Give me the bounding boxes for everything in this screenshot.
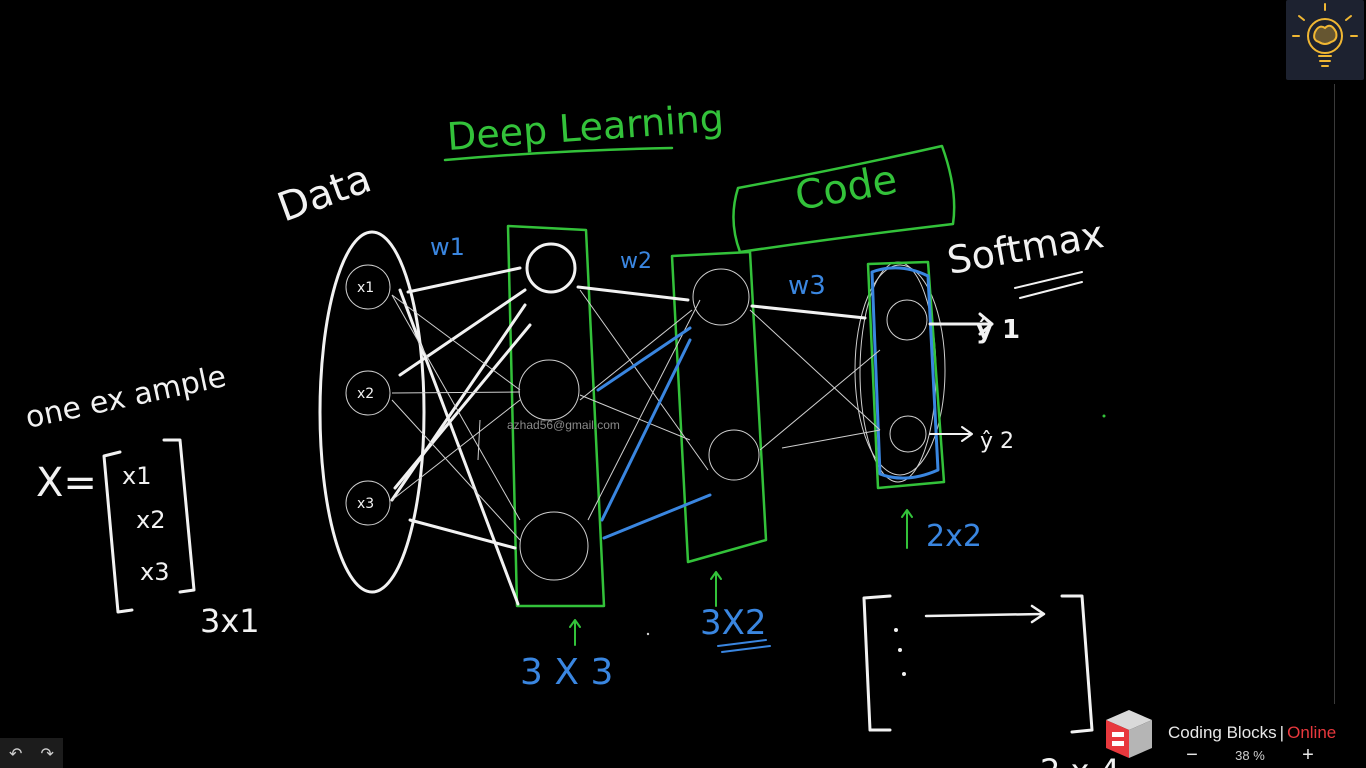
hidden-layer-2-box bbox=[670, 250, 768, 564]
vector-bracket-right bbox=[162, 438, 196, 594]
brand-watermark: Coding Blocks|Online bbox=[1102, 708, 1366, 768]
undo-button[interactable]: ↶ bbox=[9, 743, 23, 763]
one-example-label: one ex ample bbox=[22, 359, 229, 436]
dim-label-2: 3X2 bbox=[700, 603, 767, 643]
zoom-out-button[interactable]: − bbox=[1186, 743, 1198, 766]
vector-item: x2 bbox=[136, 506, 165, 534]
weight-label-w1: w1 bbox=[430, 233, 465, 261]
zoom-in-button[interactable]: + bbox=[1302, 743, 1314, 766]
zoom-level: 38 % bbox=[1235, 747, 1265, 763]
connections-w3 bbox=[749, 304, 881, 451]
hidden-layer-1 bbox=[518, 242, 589, 581]
input-node-label: x1 bbox=[357, 280, 374, 296]
vector-item: x1 bbox=[122, 462, 151, 490]
hidden-layer-2 bbox=[692, 268, 760, 481]
matrix-bracket-right bbox=[1060, 594, 1094, 734]
softmax-underline bbox=[1014, 271, 1083, 299]
vector-bracket-left bbox=[102, 450, 134, 614]
watermark: azhad56@gmail.com bbox=[507, 418, 620, 432]
output-layer bbox=[854, 260, 946, 490]
weight-label-w3: w3 bbox=[788, 271, 826, 301]
hidden-layer-1-box bbox=[506, 224, 606, 608]
brand-separator: | bbox=[1279, 723, 1285, 742]
dim-arrow-1 bbox=[569, 619, 581, 646]
matrix-dot bbox=[894, 628, 898, 632]
vertical-scrollbar[interactable] bbox=[1334, 84, 1335, 704]
input-node-label: x3 bbox=[357, 496, 374, 512]
dim-underline-2 bbox=[717, 639, 771, 653]
zoom-controls: − 38 % + bbox=[1180, 744, 1320, 766]
data-ellipse bbox=[318, 230, 426, 594]
input-layer: x1 x2 x3 bbox=[345, 264, 391, 526]
matrix-row-arrow bbox=[924, 604, 1046, 624]
matrix-dot bbox=[902, 672, 906, 676]
vector-label: X= bbox=[36, 460, 97, 506]
dim-label-3: 2x2 bbox=[926, 519, 982, 554]
dim-label-1: 3 X 3 bbox=[520, 652, 613, 693]
code-label: Code bbox=[792, 157, 901, 220]
output-arrow-2 bbox=[929, 426, 973, 442]
matrix-dot bbox=[898, 648, 902, 652]
output-label-1: ŷ 1 bbox=[976, 315, 1020, 345]
connections-w1 bbox=[390, 266, 532, 606]
weight-label-w2: w2 bbox=[620, 249, 652, 274]
connections-w2 bbox=[576, 285, 712, 540]
stray-dot bbox=[646, 632, 650, 636]
brain-bulb-icon bbox=[1292, 3, 1358, 67]
redo-button[interactable]: ↷ bbox=[40, 743, 54, 763]
output-label-2: ŷ 2 bbox=[980, 429, 1014, 454]
input-node-label: x2 bbox=[357, 386, 374, 402]
title-underline bbox=[443, 146, 674, 162]
brand-online: Online bbox=[1287, 723, 1337, 742]
brand-name: Coding Blocks|Online bbox=[1168, 723, 1336, 743]
stray-dot bbox=[1102, 414, 1106, 418]
brand-name-main: Coding Blocks bbox=[1168, 723, 1277, 742]
partial-dimension: 2 x 4 bbox=[1040, 752, 1120, 768]
output-arrow-1 bbox=[928, 312, 994, 336]
dim-arrow-2 bbox=[710, 571, 722, 607]
undo-redo-toolbar: ↶ ↷ bbox=[0, 738, 63, 768]
code-box bbox=[732, 144, 956, 254]
coding-blocks-logo-icon bbox=[1106, 710, 1152, 758]
vector-dimension: 3x1 bbox=[200, 602, 260, 640]
data-label: Data bbox=[272, 156, 377, 232]
dim-arrow-3 bbox=[901, 509, 913, 549]
matrix-bracket-left bbox=[862, 594, 892, 732]
brain-logo bbox=[1286, 0, 1364, 80]
vector-item: x3 bbox=[140, 558, 169, 586]
